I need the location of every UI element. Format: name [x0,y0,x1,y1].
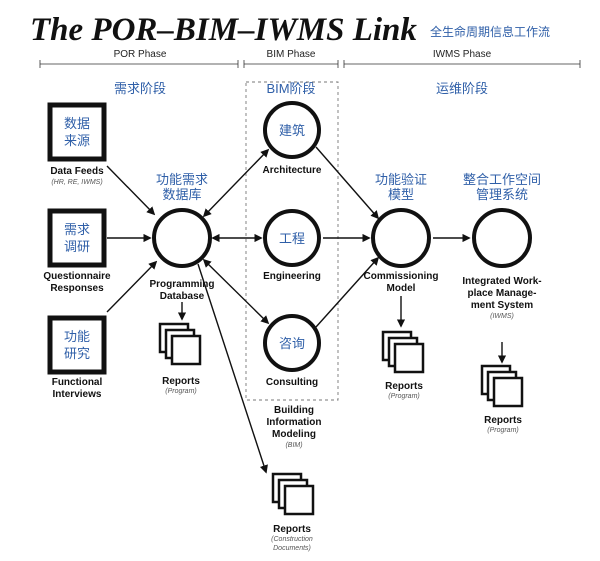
iwms-node [472,208,532,268]
svg-text:调研: 调研 [64,239,90,254]
bim-model-label-3: Modeling [272,429,316,440]
architecture-node [263,101,321,159]
commissioning-model-node [371,208,431,268]
report-label-commissioning: Reports [385,381,423,392]
phase-label-por: POR Phase [114,49,167,60]
data-feeds-label: Data Feeds [50,166,104,177]
programming-cn-2: 数据库 [162,187,201,202]
bim-model-label-1: Building [274,405,314,416]
arrow-programming-construction-reports [197,263,268,474]
programming-label-2: Database [160,291,205,302]
engineering-node [263,209,321,267]
report-label-program: Reports [162,376,200,387]
arrow-functional-to-programming [106,260,158,313]
commissioning-label-1: Commissioning [363,271,438,282]
commissioning-cn-1: 功能验证 [375,172,427,187]
architecture-cn: 建筑 [279,123,305,138]
arrow-programming-consulting [202,258,270,325]
report-sub-commissioning: (Program) [388,393,420,400]
flow-arrows [106,146,507,474]
svg-text:来源: 来源 [64,133,90,148]
arrow-architecture-commissioning [315,146,380,220]
report-sub-program: (Program) [165,388,197,395]
svg-text:功能: 功能 [64,329,90,344]
arrow-datafeeds-to-programming [106,165,156,216]
diagram-title: The POR–BIM–IWMS Link [30,12,417,48]
architecture-label: Architecture [263,165,322,176]
report-sub-construction-2: Documents) [273,545,311,552]
svg-text:需求: 需求 [64,222,90,237]
report-stack-construction [271,472,315,516]
report-label-iwms: Reports [484,415,522,426]
svg-text:研究: 研究 [64,346,90,361]
iwms-label-3: ment System [471,300,533,311]
engineering-label: Engineering [263,271,321,282]
source-box-functional: 功能 研究 [47,315,107,375]
source-box-data-feeds: 数据 来源 [47,102,107,162]
functional-label-1: Functional [52,377,103,388]
bim-model-sub: (BIM) [285,442,302,449]
phase-cn-bim: BIM阶段 [266,81,315,96]
consulting-label: Consulting [266,377,318,388]
phase-label-iwms: IWMS Phase [433,49,492,60]
consulting-cn: 咨询 [279,336,305,351]
iwms-sub: (IWMS) [490,313,514,320]
iwms-cn-2: 管理系统 [476,187,528,202]
phase-cn-iwms: 运维阶段 [436,81,488,96]
svg-text:数据: 数据 [64,116,90,131]
report-stack-commissioning [381,330,425,374]
iwms-label-1: Integrated Work- [462,276,541,287]
commissioning-label-2: Model [387,283,416,294]
engineering-cn: 工程 [279,231,305,246]
arrow-consulting-commissioning [315,256,380,328]
arrow-programming-architecture [202,148,270,218]
programming-label-1: Programming [149,279,214,290]
report-stack-iwms [480,364,524,408]
programming-cn-1: 功能需求 [156,172,208,187]
iwms-label-2: place Manage- [468,288,537,299]
iwms-cn-1: 整合工作空间 [463,172,541,187]
report-label-construction: Reports [273,524,311,535]
commissioning-cn-2: 模型 [388,187,414,202]
questionnaire-label-1: Questionnaire [43,271,111,282]
consulting-node [263,314,321,372]
report-stack-program [158,322,202,366]
functional-label-2: Interviews [53,389,102,400]
diagram-subtitle-cn: 全生命周期信息工作流 [430,24,550,39]
phase-label-bim: BIM Phase [267,49,316,60]
data-feeds-sub: (HR, RE, IWMS) [51,179,102,186]
source-box-questionnaire: 需求 调研 [47,208,107,268]
report-sub-iwms: (Program) [487,427,519,434]
phase-cn-por: 需求阶段 [114,81,166,96]
programming-database-node [152,208,212,268]
bim-model-label-2: Information [267,417,322,428]
phase-bar [39,60,581,68]
questionnaire-label-2: Responses [50,283,104,294]
report-sub-construction-1: (Construction [271,536,313,543]
